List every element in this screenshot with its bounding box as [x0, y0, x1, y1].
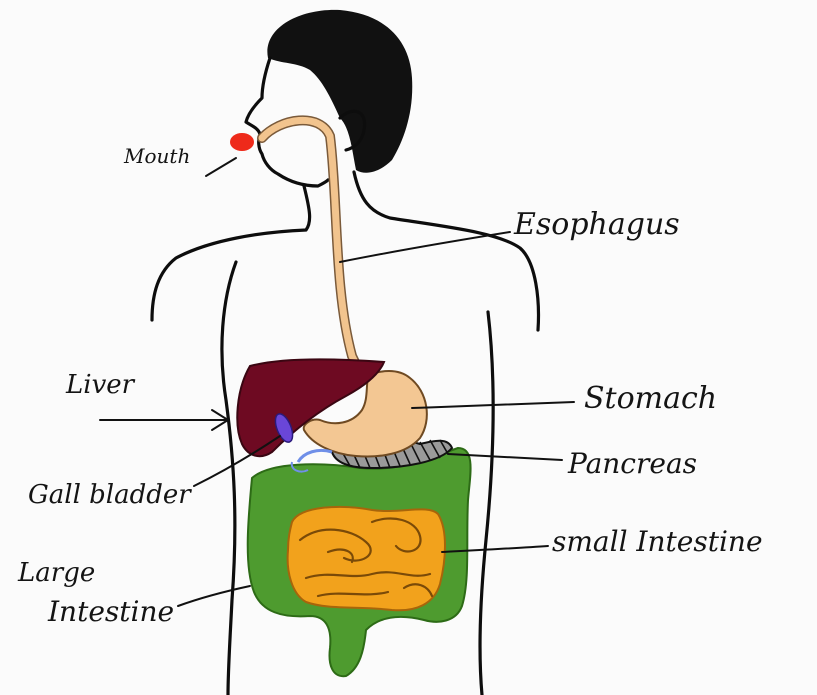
bile-duct	[298, 450, 332, 462]
large-intestine-pointer	[178, 586, 250, 606]
neck-right	[354, 172, 538, 330]
mouth-marker	[230, 133, 254, 151]
esophagus-pointer	[340, 232, 510, 262]
esophagus-tube	[262, 120, 368, 376]
label-gall-bladder: Gall bladder	[28, 482, 191, 508]
label-large-intestine-line1: Large	[18, 560, 95, 586]
hair	[267, 10, 412, 173]
label-pancreas: Pancreas	[568, 450, 697, 478]
label-mouth: Mouth	[124, 146, 190, 166]
neck-left	[152, 186, 310, 320]
torso-left	[222, 262, 236, 695]
torso-right	[480, 312, 493, 695]
label-esophagus: Esophagus	[514, 210, 680, 240]
mouth-pointer	[206, 158, 236, 176]
label-large-intestine-line2: Intestine	[48, 598, 174, 626]
label-stomach: Stomach	[584, 384, 717, 414]
label-liver: Liver	[66, 372, 134, 398]
label-small-intestine: small Intestine	[552, 528, 763, 556]
